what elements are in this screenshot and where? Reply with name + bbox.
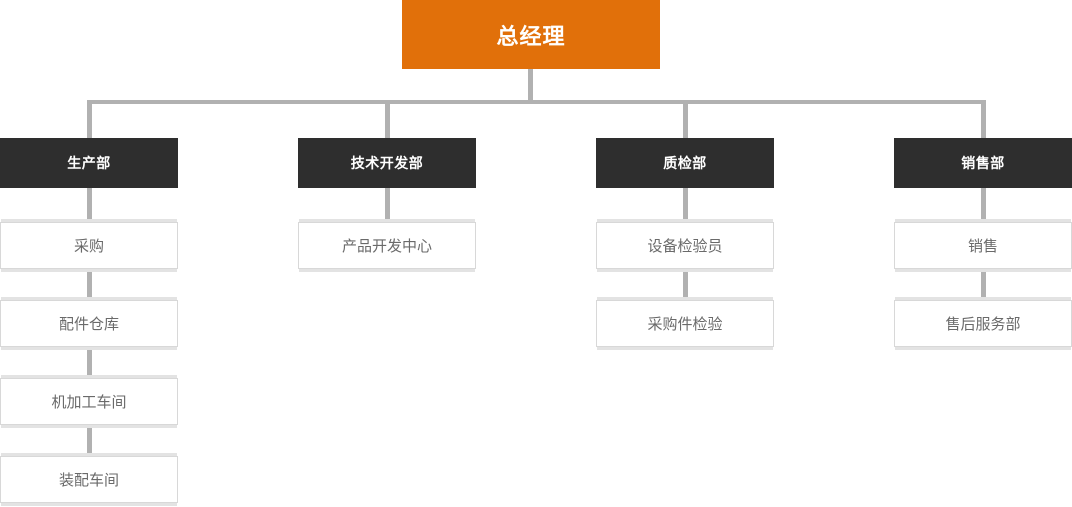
connector-production-child-1 <box>86 188 92 222</box>
node-after-sales-service: 售后服务部 <box>894 300 1072 347</box>
connector-drop-tech-dev <box>384 100 390 138</box>
node-machining-workshop: 机加工车间 <box>0 378 178 425</box>
connector-tech-dev-child-1 <box>384 188 390 222</box>
node-purchased-parts-inspection: 采购件检验 <box>596 300 774 347</box>
node-quality-dept: 质检部 <box>596 138 774 188</box>
connector-drop-production <box>86 100 92 138</box>
connector-production-child-3 <box>86 347 92 378</box>
connector-quality-child-1 <box>682 188 688 222</box>
node-production-dept: 生产部 <box>0 138 178 188</box>
connector-horizontal-bar <box>86 100 986 104</box>
connector-drop-sales <box>980 100 986 138</box>
node-product-dev-center: 产品开发中心 <box>298 222 476 269</box>
connector-drop-quality <box>682 100 688 138</box>
connector-sales-child-2 <box>980 269 986 300</box>
node-general-manager: 总经理 <box>402 0 660 69</box>
connector-root-stem <box>528 68 533 102</box>
connector-quality-child-2 <box>682 269 688 300</box>
node-procurement: 采购 <box>0 222 178 269</box>
node-tech-dev-dept: 技术开发部 <box>298 138 476 188</box>
node-sales: 销售 <box>894 222 1072 269</box>
node-sales-dept: 销售部 <box>894 138 1072 188</box>
node-equipment-inspector: 设备检验员 <box>596 222 774 269</box>
connector-production-child-4 <box>86 425 92 456</box>
connector-sales-child-1 <box>980 188 986 222</box>
node-parts-warehouse: 配件仓库 <box>0 300 178 347</box>
node-assembly-workshop: 装配车间 <box>0 456 178 503</box>
connector-production-child-2 <box>86 269 92 300</box>
